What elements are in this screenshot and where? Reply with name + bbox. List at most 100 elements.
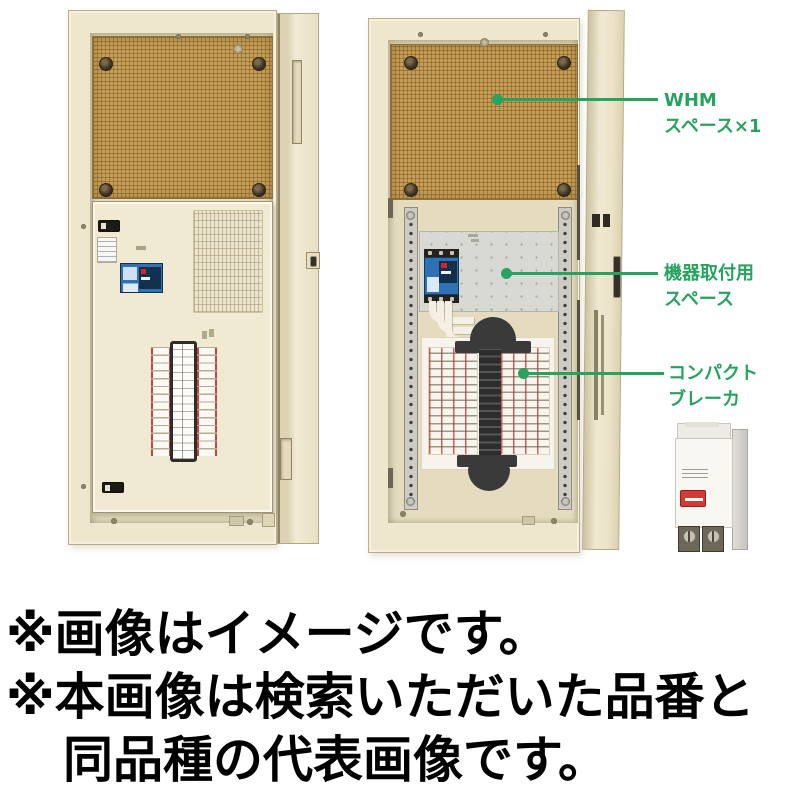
door-handle bbox=[306, 252, 320, 269]
terminal-screw-slot bbox=[712, 531, 714, 542]
main-switch-window bbox=[98, 220, 120, 232]
callout-line-mount-space bbox=[506, 272, 658, 275]
vent-grid bbox=[193, 210, 263, 313]
main-breaker bbox=[424, 249, 459, 303]
plate-marking bbox=[468, 234, 478, 237]
left-perforated-board bbox=[92, 36, 273, 199]
rail-screw bbox=[406, 211, 415, 220]
callout-line-compact-breaker bbox=[523, 372, 664, 375]
rating-tag bbox=[229, 516, 244, 526]
breaker-label bbox=[427, 277, 439, 292]
breaker-indicator bbox=[141, 269, 146, 274]
screw bbox=[247, 519, 253, 525]
mounting-foot bbox=[557, 56, 571, 70]
mounting-foot bbox=[252, 183, 266, 197]
compact-breaker-photo bbox=[675, 422, 748, 553]
callout-label-whm: WHM スペース×1 bbox=[664, 88, 761, 140]
breaker-rating-strip bbox=[123, 283, 138, 292]
callout-line-whm bbox=[497, 98, 658, 101]
screw bbox=[551, 518, 557, 524]
hex-screw bbox=[480, 38, 489, 47]
terminal-screw-slot bbox=[688, 531, 690, 542]
disclaimer-text: ※画像はイメージです。 ※本画像は検索いただいた品番と 同品種の代表画像です。 bbox=[6, 603, 755, 792]
branch-breaker-window-right-column bbox=[197, 347, 217, 456]
screw bbox=[176, 34, 181, 39]
callout-label-mount-space-line2: スペース bbox=[664, 289, 734, 310]
door-hinge-mark bbox=[603, 214, 610, 227]
compact-breaker-face bbox=[675, 438, 733, 528]
wire bbox=[437, 301, 486, 334]
rating-tag bbox=[522, 516, 535, 525]
mounting-foot bbox=[99, 183, 113, 197]
compact-breaker-label bbox=[682, 467, 708, 478]
disclaimer-line-1: ※画像はイメージです。 bbox=[6, 605, 549, 663]
screw bbox=[400, 511, 406, 517]
hinge-block bbox=[388, 468, 393, 488]
breaker-body bbox=[424, 257, 459, 295]
mounting-foot bbox=[557, 183, 571, 197]
plate-marking bbox=[471, 239, 479, 242]
right-perforated-board bbox=[390, 44, 578, 200]
branch-breaker-window-left-column bbox=[151, 347, 171, 456]
callout-dot-mount-space bbox=[501, 268, 512, 279]
hinge-block bbox=[388, 198, 393, 218]
callout-label-compact-breaker: コンパクト ブレーカ bbox=[668, 361, 758, 413]
compact-breaker-side bbox=[732, 429, 748, 550]
screw bbox=[245, 34, 250, 39]
callout-label-mount-space: 機器取付用 スペース bbox=[664, 261, 754, 313]
frame-vent-slot bbox=[577, 165, 580, 260]
compact-breaker-top-step bbox=[685, 422, 719, 427]
door-hinge-slot bbox=[280, 438, 292, 480]
mounting-foot bbox=[404, 183, 418, 197]
main-breaker-window bbox=[120, 263, 163, 293]
screw bbox=[543, 32, 548, 37]
door-handle-slot bbox=[311, 257, 316, 266]
door-latch-window bbox=[102, 482, 124, 493]
callout-label-compact-breaker-line2: ブレーカ bbox=[668, 389, 740, 410]
panel-glyph bbox=[209, 329, 214, 337]
hex-screw bbox=[233, 44, 243, 54]
compact-breaker-terminal bbox=[702, 526, 724, 552]
door-vent-slot bbox=[594, 310, 598, 420]
callout-dot-compact-breaker bbox=[518, 368, 529, 379]
callout-label-mount-space-line1: 機器取付用 bbox=[664, 263, 754, 284]
circuit-list-window bbox=[170, 341, 197, 462]
breaker-terminals-bottom bbox=[424, 295, 459, 303]
panel-glyph bbox=[202, 331, 207, 339]
screw bbox=[111, 518, 117, 524]
breaker-handle bbox=[441, 271, 451, 274]
mounting-rail-left bbox=[404, 207, 418, 510]
door-hinge-slot bbox=[292, 60, 302, 144]
breaker-label bbox=[123, 267, 137, 280]
door-latch bbox=[614, 257, 620, 297]
disclaimer-line-3: 同品種の代表画像です。 bbox=[63, 731, 608, 789]
breaker-handle bbox=[141, 277, 150, 280]
callout-dot-whm bbox=[492, 94, 503, 105]
screw bbox=[81, 224, 86, 229]
callout-label-whm-line1: WHM bbox=[664, 90, 717, 111]
screw bbox=[81, 484, 86, 489]
compact-breaker-switch bbox=[680, 490, 706, 507]
disclaimer-line-2: ※本画像は検索いただいた品番と bbox=[6, 668, 755, 726]
rail-screw bbox=[561, 211, 570, 220]
breaker-terminals-top bbox=[424, 249, 459, 257]
compact-breakers-right-column bbox=[500, 347, 550, 455]
frame-vent-slot bbox=[577, 300, 580, 420]
compact-breaker-terminal bbox=[678, 526, 700, 552]
rail-screw bbox=[561, 497, 570, 506]
busbar-wing-top bbox=[455, 341, 531, 353]
callout-label-compact-breaker-line1: コンパクト bbox=[668, 363, 758, 384]
switch-line bbox=[685, 498, 703, 501]
mounting-foot bbox=[99, 57, 113, 71]
callout-label-whm-line2: スペース×1 bbox=[664, 116, 762, 137]
corner-bracket bbox=[262, 513, 275, 527]
mounting-rail-right bbox=[558, 207, 572, 510]
mounting-foot bbox=[252, 57, 266, 71]
nameplate-label bbox=[97, 237, 117, 263]
rail-screw bbox=[406, 497, 415, 506]
screw bbox=[418, 32, 423, 37]
door-vent-slot bbox=[601, 315, 604, 415]
panel-marking bbox=[136, 246, 146, 250]
door-hinge-mark bbox=[592, 214, 600, 227]
